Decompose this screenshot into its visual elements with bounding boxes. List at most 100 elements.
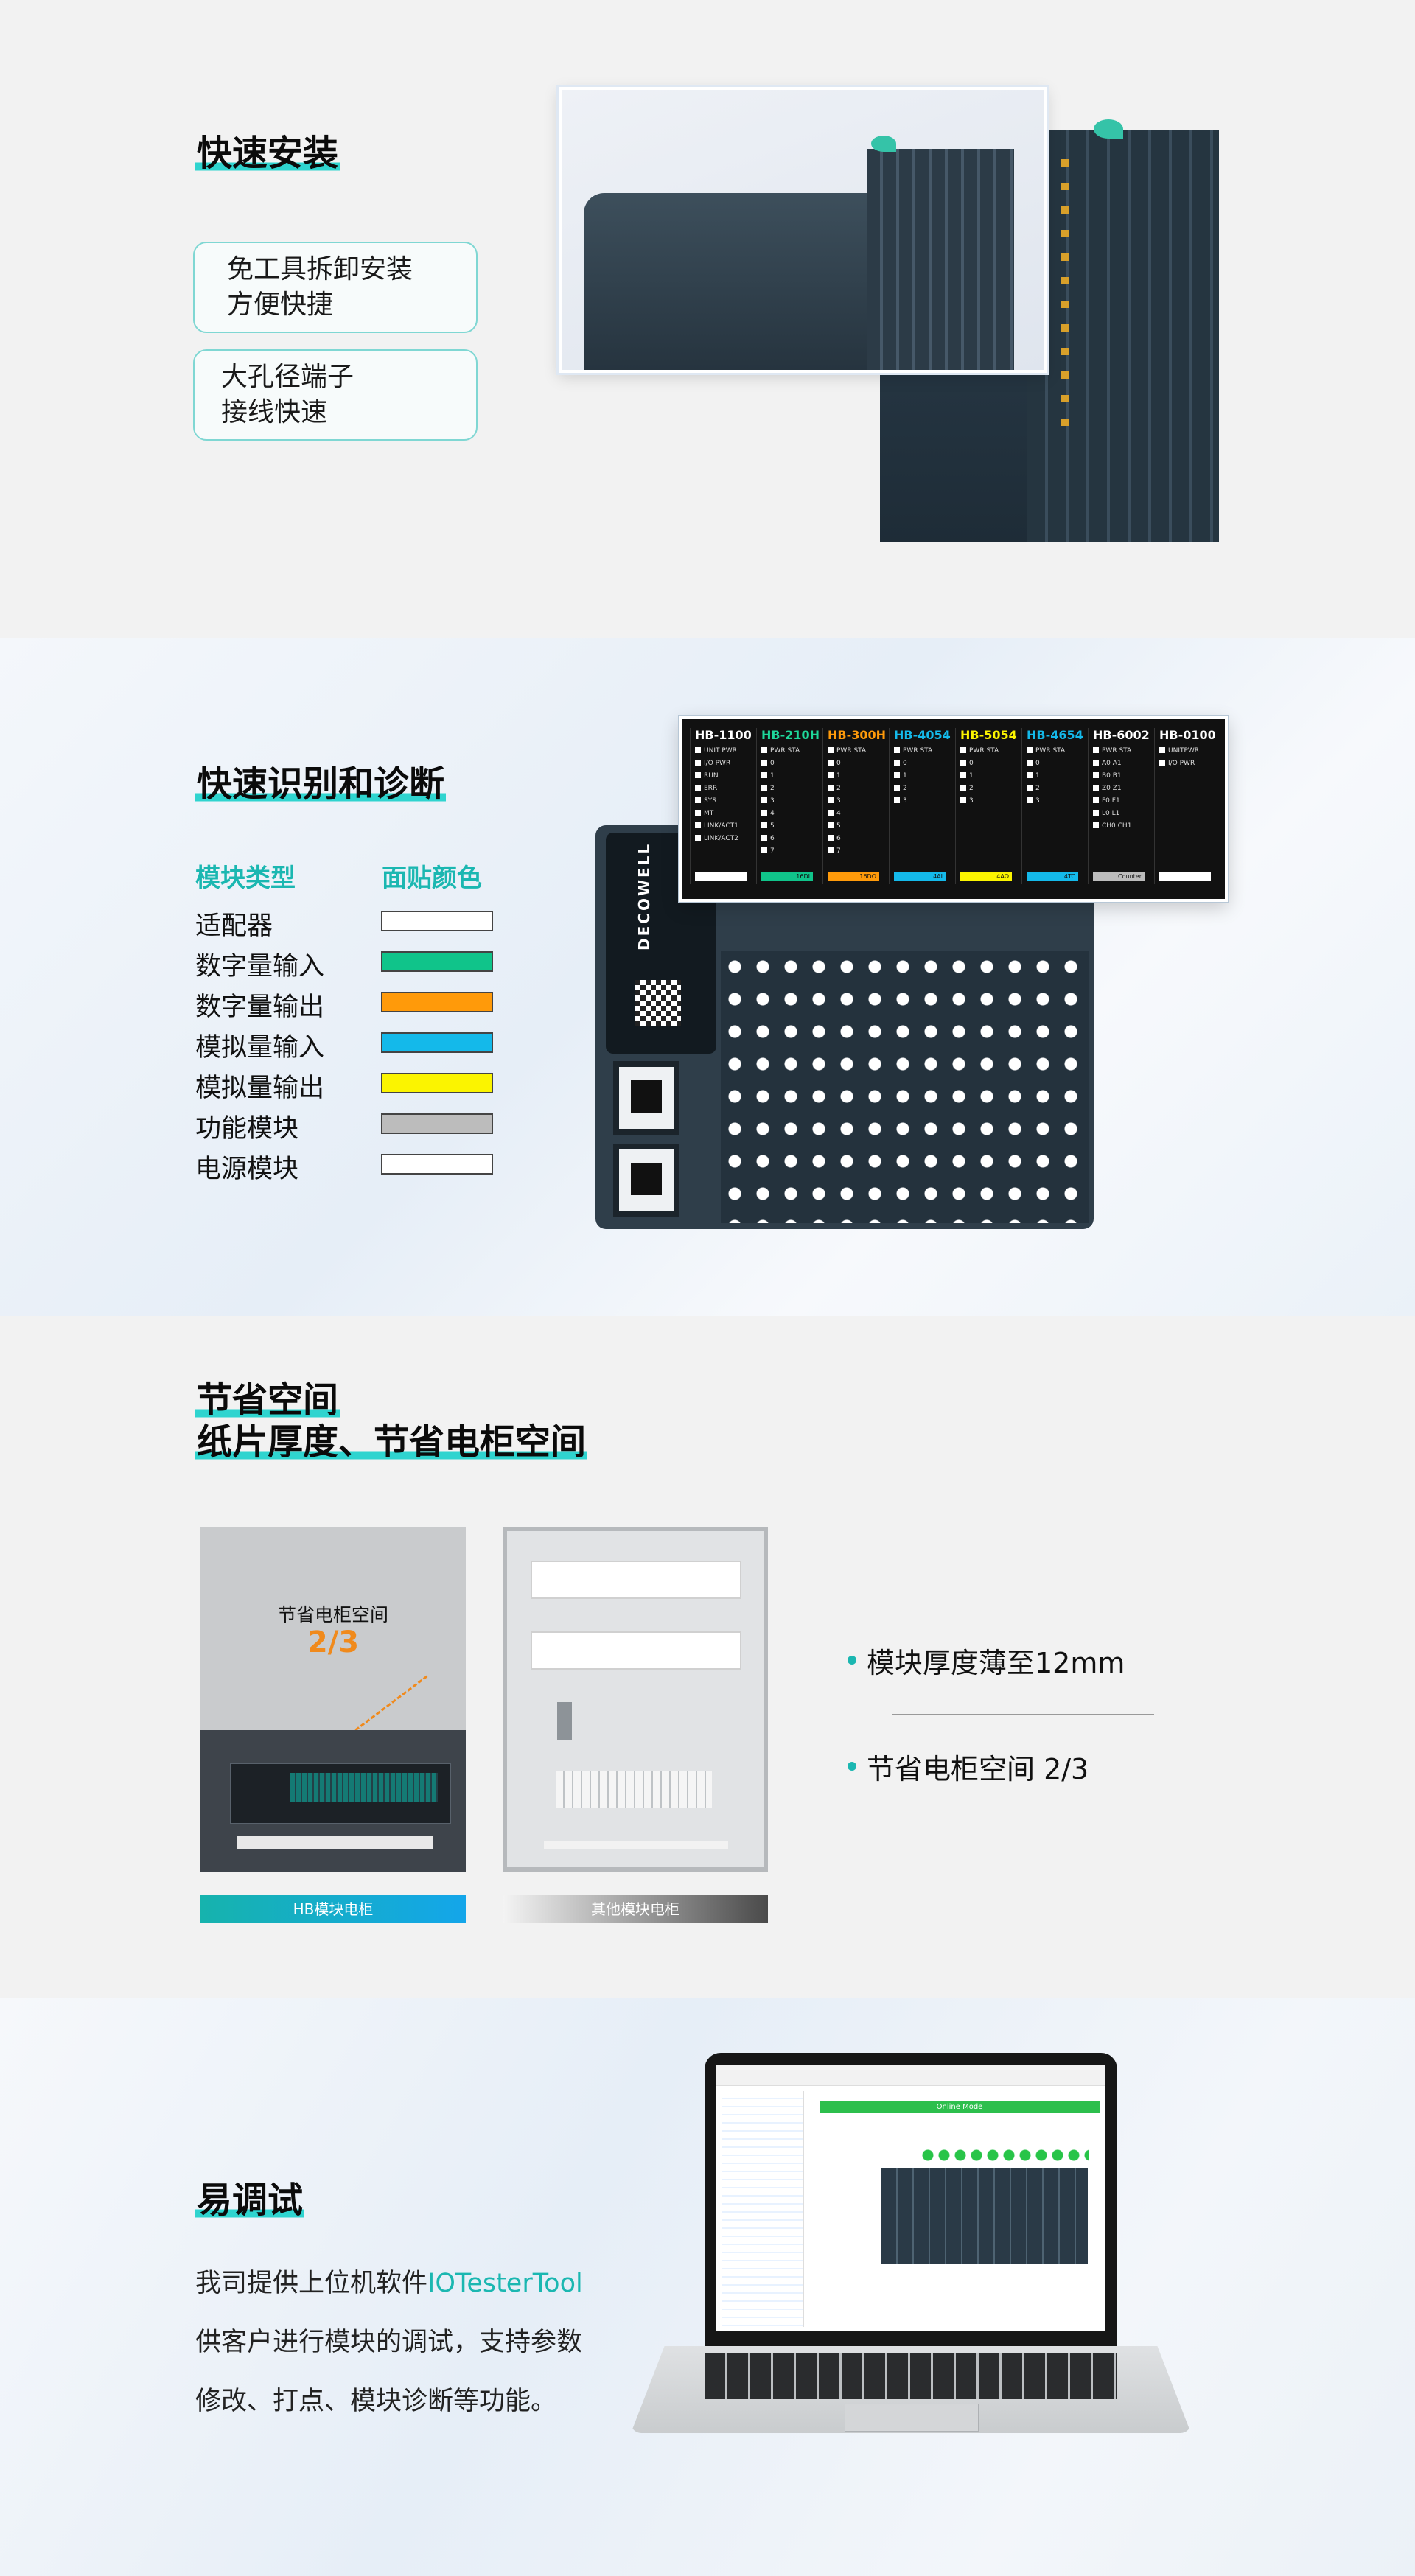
module-model: HB-300H: [828, 728, 887, 742]
module-type-label: Counter: [1118, 873, 1142, 880]
legend-label: 功能模块: [195, 1114, 299, 1144]
legend-row: 适配器: [195, 900, 505, 941]
legend-row: 电源模块: [195, 1144, 505, 1184]
indicator-label: 3: [828, 797, 841, 805]
bullet-thickness: 模块厚度薄至12mm: [847, 1640, 1125, 1681]
feature-text: 免工具拆卸安装: [227, 254, 413, 284]
wire-strip: [237, 1836, 433, 1849]
indicator-label: 2: [1027, 785, 1040, 792]
module-rack-view: [881, 2168, 1088, 2264]
legend-swatch: [381, 1073, 493, 1093]
software-window: Online Mode: [716, 2065, 1105, 2331]
module-model: HB-1100: [695, 728, 752, 742]
legend-swatch: [381, 992, 493, 1012]
indicator-label: 2: [828, 785, 841, 792]
indicator-label: 0: [1027, 760, 1040, 767]
legend-swatch: [381, 1154, 493, 1175]
io-terminal-grid: [721, 951, 1089, 1223]
legend-label: 模拟量输入: [195, 1033, 325, 1063]
module-closeup-image: [559, 87, 1047, 373]
module-type-label: 16DO: [859, 873, 876, 880]
caption-hb-cabinet: HB模块电柜: [200, 1895, 466, 1923]
software-name: IOTesterTool: [427, 2269, 583, 2298]
hb-module-rail: [230, 1763, 451, 1824]
indicator-label: 5: [761, 822, 775, 830]
indicator-label: MT: [695, 810, 713, 817]
indicator-label: 3: [1027, 797, 1040, 805]
module-stack-image: [880, 119, 1219, 542]
saving-value: 2/3: [307, 1625, 360, 1659]
laptop-screen: Online Mode: [705, 2053, 1117, 2348]
indicator-label: 0: [894, 760, 907, 767]
indicator-label: 1: [761, 772, 775, 780]
legend-swatch: [381, 951, 493, 972]
indicator-label: LINK/ACT1: [695, 822, 738, 830]
legend-row: 数字量输入: [195, 941, 505, 981]
indicator-label: RUN: [695, 772, 719, 780]
legend-swatch: [381, 1113, 493, 1134]
section-save-space: 节省空间 纸片厚度、节省电柜空间 节省电柜空间 2/3 HB模块电柜 其他模块电…: [0, 1316, 1415, 1998]
release-clip-icon: [871, 136, 896, 152]
qr-code-icon: [635, 980, 681, 1026]
indicator-label: 2: [960, 785, 974, 792]
indicator-label: LINK/ACT2: [695, 835, 738, 842]
ethernet-port-icon: [613, 1144, 679, 1217]
laptop-base: [631, 2346, 1191, 2433]
legend-row: 模拟量输出: [195, 1063, 505, 1103]
indicator-label: I/O PWR: [1159, 760, 1195, 767]
section-title: 节省空间 纸片厚度、节省电柜空间: [195, 1379, 588, 1463]
ethernet-port-icon: [613, 1061, 679, 1135]
saving-label: 节省电柜空间: [277, 1604, 388, 1625]
indicator-label: 3: [894, 797, 907, 805]
indicator-label: A0 A1: [1093, 760, 1122, 767]
indicator-label: 4: [761, 810, 775, 817]
module-type-label: 4TC: [1063, 873, 1075, 880]
feature-text: 方便快捷: [227, 290, 334, 320]
faceplate-color-bar: [761, 872, 813, 881]
legend-label: 数字量输入: [195, 952, 325, 981]
laptop-touchpad: [845, 2404, 979, 2432]
bullet-space-saving: 节省电柜空间 2/3: [847, 1746, 1089, 1787]
module-type-label: 16DI: [796, 873, 810, 880]
faceplate-color-bar: [828, 872, 879, 881]
section-title: 快速安装: [195, 133, 340, 174]
indicator-label: 2: [894, 785, 907, 792]
indicator-label: SYS: [695, 797, 716, 805]
section-easy-debug: 易调试 我司提供上位机软件IOTesterTool 供客户进行模块的调试，支持参…: [0, 1998, 1415, 2576]
indicator-label: B0 B1: [1093, 772, 1122, 780]
module-type-label: 4AO: [996, 873, 1009, 880]
cabinet-device: [557, 1702, 572, 1740]
feature-text: 大孔径端子: [221, 362, 354, 392]
indicator-label: 3: [761, 797, 775, 805]
indicator-label: 0: [828, 760, 841, 767]
software-menubar: [716, 2065, 1105, 2086]
legend-label: 电源模块: [195, 1155, 299, 1184]
indicator-label: Z0 Z1: [1093, 785, 1122, 792]
module-model: HB-5054: [960, 728, 1017, 742]
section-quick-install: 快速安装 免工具拆卸安装 方便快捷 大孔径端子 接线快速: [0, 0, 1415, 638]
legend-label: 模拟量输出: [195, 1074, 325, 1103]
indicator-label: PWR STA: [828, 747, 866, 755]
other-cabinet-image: [503, 1527, 768, 1872]
indicator-label: UNITPWR: [1159, 747, 1199, 755]
terminal-blocks: [556, 1771, 712, 1808]
indicator-label: PWR STA: [894, 747, 932, 755]
divider-line: [892, 1714, 1154, 1715]
terminal-slots: [1027, 130, 1219, 542]
indicator-label: 7: [828, 847, 841, 855]
indicator-label: PWR STA: [1093, 747, 1131, 755]
indicator-label: CH0 CH1: [1093, 822, 1131, 830]
cabinet-slab: [531, 1631, 741, 1670]
caption-other-cabinet: 其他模块电柜: [503, 1895, 768, 1923]
faceplate-color-bar: [1093, 872, 1145, 881]
indicator-label: 1: [894, 772, 907, 780]
indicator-label: ERR: [695, 785, 717, 792]
